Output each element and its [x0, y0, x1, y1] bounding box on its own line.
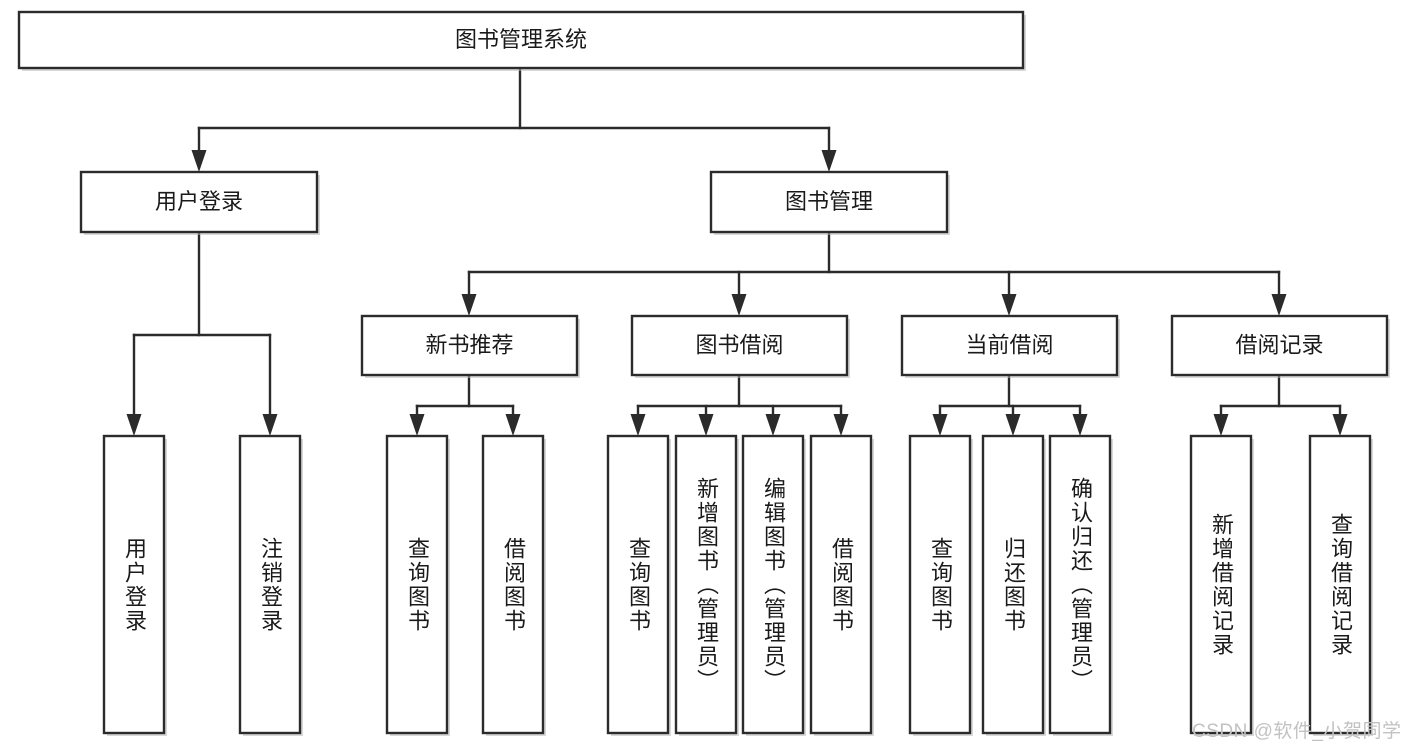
node-box-leaf-query-book-2[interactable]	[606, 434, 670, 735]
node-label-leaf-add-book: 新增图书（管理员）	[693, 476, 719, 693]
connector-arrowhead	[698, 414, 714, 436]
connector-arrowhead	[630, 414, 646, 436]
node-label-book-borrow: 图书借阅	[695, 332, 783, 357]
node-box-leaf-return-book[interactable]	[981, 434, 1045, 735]
node-box-new-book-rec[interactable]	[360, 314, 579, 377]
connector-arrowhead	[1213, 414, 1229, 436]
node-box-leaf-add-book[interactable]	[674, 434, 738, 735]
connector-arrowhead	[1001, 294, 1017, 316]
node-box-leaf-edit-book[interactable]	[741, 434, 805, 735]
node-box-borrow-record[interactable]	[1170, 314, 1389, 377]
node-label-leaf-add-record: 新增借阅记录	[1208, 512, 1234, 657]
connector-arrowhead	[821, 150, 837, 172]
node-box-leaf-logout[interactable]	[238, 434, 302, 735]
connector-arrowhead	[262, 414, 278, 436]
node-label-current-borrow: 当前借阅	[965, 332, 1053, 357]
connector-arrowhead	[505, 414, 521, 436]
node-box-current-borrow[interactable]	[900, 314, 1119, 377]
node-label-leaf-query-book-3: 查询图书	[927, 536, 953, 633]
connector-group-book-manage	[461, 230, 1287, 316]
node-label-leaf-edit-book: 编辑图书（管理员）	[760, 476, 786, 693]
node-box-leaf-borrow-book-1[interactable]	[481, 434, 545, 735]
connector-group-new-book-rec	[409, 373, 521, 436]
connector-arrowhead	[1332, 414, 1348, 436]
connector-arrowhead	[833, 414, 849, 436]
connector-arrowhead	[932, 414, 948, 436]
node-label-borrow-record: 借阅记录	[1235, 332, 1323, 357]
connector-group-current-borrow	[932, 373, 1088, 436]
connector-arrowhead	[461, 294, 477, 316]
node-box-book-manage[interactable]	[709, 170, 949, 234]
node-box-root[interactable]	[17, 10, 1025, 70]
node-label-leaf-borrow-book-1: 借阅图书	[500, 536, 526, 633]
node-box-leaf-user-login[interactable]	[102, 434, 166, 735]
node-box-leaf-query-book-3[interactable]	[908, 434, 972, 735]
node-box-leaf-query-book-1[interactable]	[385, 434, 449, 735]
connector-arrowhead	[1271, 294, 1287, 316]
node-box-leaf-borrow-book-2[interactable]	[809, 434, 873, 735]
connector-arrowhead	[409, 414, 425, 436]
connector-group-book-borrow	[630, 373, 849, 436]
node-label-book-manage: 图书管理	[785, 189, 873, 214]
connector-group-root	[191, 66, 837, 172]
node-label-user-login: 用户登录	[155, 189, 243, 214]
node-label-leaf-query-book-1: 查询图书	[404, 536, 430, 633]
node-box-leaf-query-record[interactable]	[1308, 434, 1372, 735]
node-label-leaf-user-login: 用户登录	[121, 536, 147, 633]
connector-arrowhead	[191, 150, 207, 172]
connector-group-borrow-record	[1213, 373, 1348, 436]
connector-arrowhead	[1005, 414, 1021, 436]
node-label-root: 图书管理系统	[455, 27, 587, 52]
node-label-leaf-query-book-2: 查询图书	[625, 536, 651, 633]
node-label-leaf-query-record: 查询借阅记录	[1327, 512, 1353, 657]
node-label-new-book-rec: 新书推荐	[425, 332, 513, 357]
connector-arrowhead	[126, 414, 142, 436]
node-box-book-borrow[interactable]	[630, 314, 849, 377]
node-label-leaf-borrow-book-2: 借阅图书	[828, 536, 854, 633]
node-box-user-login[interactable]	[79, 170, 319, 234]
node-label-leaf-confirm-return: 确认归还（管理员）	[1067, 476, 1093, 693]
node-label-leaf-logout: 注销登录	[257, 536, 283, 633]
node-box-layer	[17, 10, 1390, 736]
connector-arrowhead	[1072, 414, 1088, 436]
connector-arrowhead	[765, 414, 781, 436]
node-box-leaf-confirm-return[interactable]	[1048, 434, 1112, 735]
connector-layer	[126, 66, 1348, 436]
connector-group-user-login	[126, 230, 278, 436]
node-label-leaf-return-book: 归还图书	[1000, 536, 1026, 633]
connector-arrowhead	[731, 294, 747, 316]
node-box-leaf-add-record[interactable]	[1189, 434, 1253, 735]
